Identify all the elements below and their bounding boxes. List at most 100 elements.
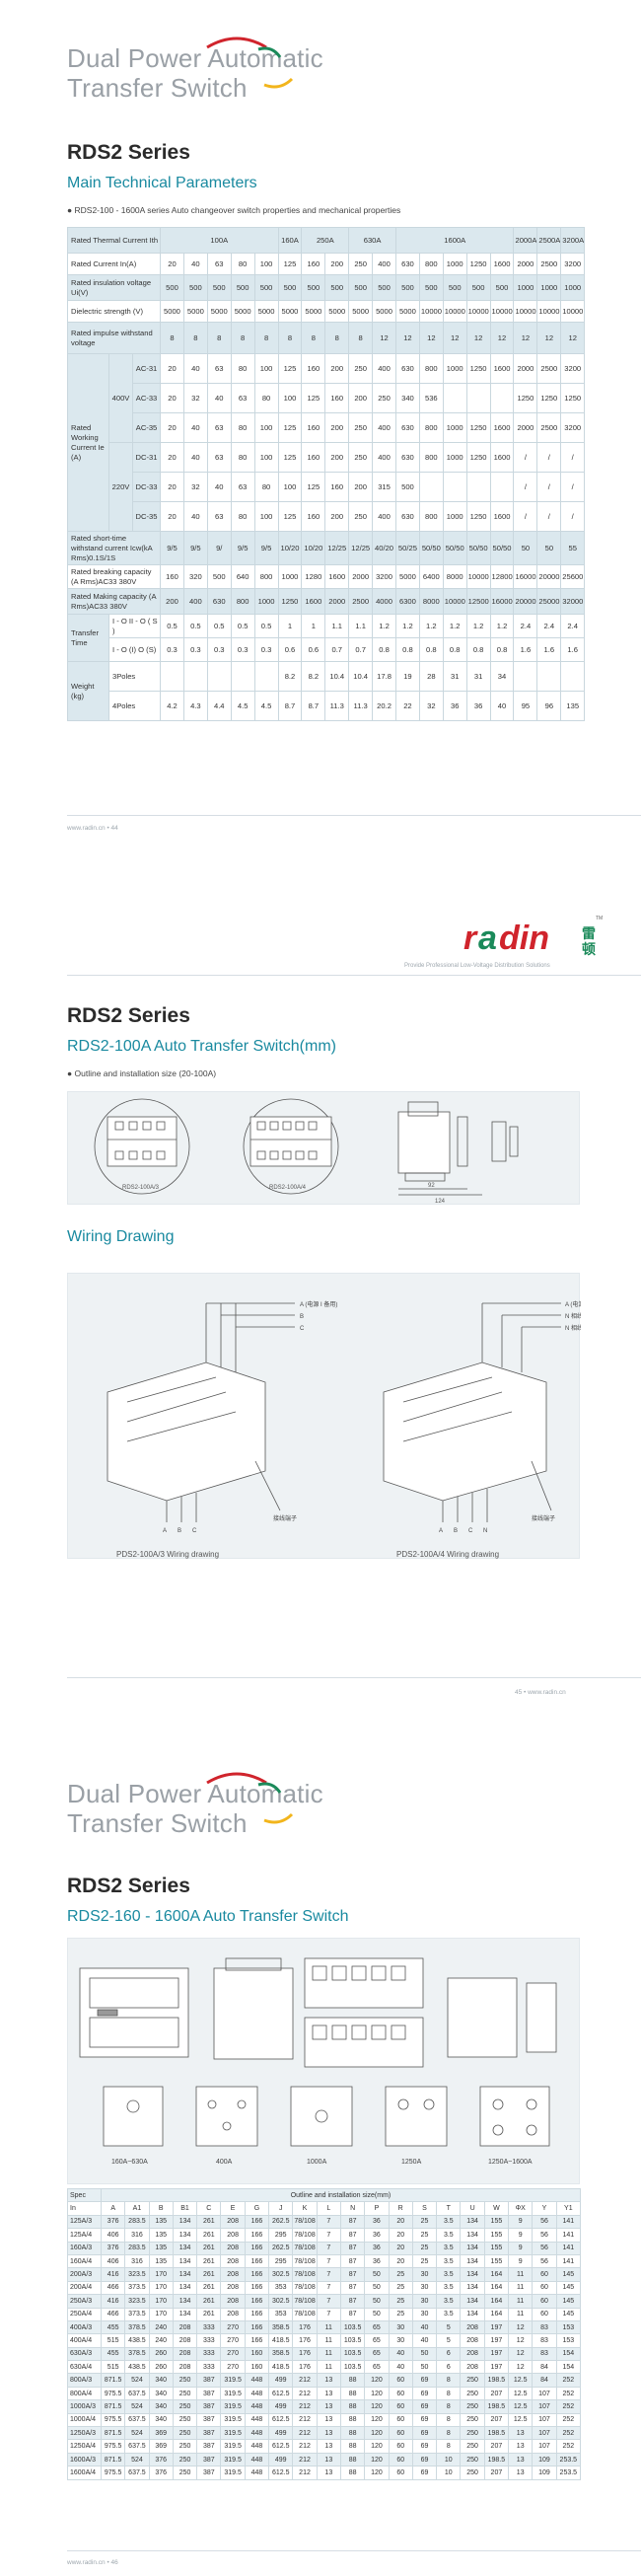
dim-cell: 376 — [100, 2241, 126, 2255]
spec-cell: 0.8 — [489, 637, 515, 662]
dim-cell: 11 — [316, 2333, 341, 2348]
spec-cell: 800 — [418, 442, 444, 473]
dim-cell: 5 — [436, 2319, 462, 2335]
spec-cell: 1.2 — [372, 614, 396, 638]
spec-row-shorttime_row: Rated short-time withstand current Icw(k… — [66, 531, 586, 565]
dim-cell: 252 — [555, 2373, 581, 2388]
spec-cell: 63 — [206, 412, 232, 443]
dim-cell: 11 — [316, 2346, 341, 2362]
spec-cell: 80 — [230, 442, 255, 473]
brand-title-2: Dual Power Automatic Transfer Switch — [67, 1779, 323, 1838]
dim-cell: 1600A/3 — [67, 2452, 102, 2467]
dim-cell: 107 — [532, 2399, 557, 2414]
dim-cell: 250 — [460, 2466, 485, 2480]
bottom-a-left: A — [163, 1528, 167, 1534]
dim-cell: 69 — [411, 2452, 438, 2467]
voltage-400: 400V — [108, 353, 133, 443]
spec-cell: 80 — [230, 253, 255, 275]
dim-cell: 387 — [196, 2399, 222, 2414]
dim-cell: 1250A/3 — [67, 2426, 102, 2441]
dim-cell: 3.5 — [436, 2307, 462, 2321]
spec-cell: 0.5 — [253, 614, 279, 638]
dim-cell: 455 — [100, 2346, 126, 2362]
wiring-title: Wiring Drawing — [67, 1228, 175, 1245]
page-1-footer: www.radin.cn • 44 — [67, 825, 118, 832]
dim-cell: 170 — [148, 2267, 174, 2282]
dim-cell: 155 — [483, 2241, 510, 2255]
dim-cell: 208 — [460, 2346, 485, 2362]
dim-cell: 975.5 — [100, 2439, 126, 2454]
dim-cell: 252 — [555, 2426, 581, 2441]
spec-cell: 12 — [394, 322, 420, 354]
dim-cell: 160 — [244, 2360, 270, 2375]
spec-cell: 400 — [372, 501, 396, 532]
dim-cell: 176 — [292, 2346, 318, 2362]
spec-cell: 10/20 — [301, 531, 326, 565]
spec-cell: 8 — [182, 322, 208, 354]
dim-cell: 319.5 — [220, 2466, 246, 2480]
dim-cell: 250 — [460, 2386, 485, 2401]
spec-cell: 10000 — [465, 564, 491, 589]
spec-cell: 50/50 — [418, 531, 444, 565]
dim-cell: 212 — [292, 2439, 318, 2454]
spec-cell: 8 — [253, 322, 279, 354]
dim-cell: 134 — [460, 2214, 485, 2230]
dim-cell: 207 — [483, 2386, 510, 2401]
note-text-2: ● Outline and installation size (20-100A… — [67, 1068, 217, 1078]
dim-cell: 83 — [532, 2346, 557, 2362]
dim-cell: 323.5 — [124, 2267, 150, 2282]
spec-cell: 500 — [372, 274, 396, 301]
bottom-b-right: B — [454, 1528, 458, 1534]
transfer-mode: I - O (I) O (S) — [107, 637, 162, 662]
spec-cell: 500 — [465, 274, 491, 301]
dim-cell: 8 — [436, 2412, 462, 2428]
dim-cell: 253.5 — [555, 2452, 581, 2467]
dim-cell: 376 — [100, 2214, 126, 2230]
dim-cell: 319.5 — [220, 2386, 246, 2401]
dim-cell: 302.5 — [268, 2267, 294, 2282]
dim-cell: 40 — [388, 2346, 413, 2362]
spec-cell: 31 — [465, 661, 491, 692]
dim-cell: 319.5 — [220, 2373, 246, 2388]
dim-cell: 56 — [532, 2214, 557, 2230]
dim-cell: 160A/3 — [67, 2241, 102, 2255]
current_row-label: Rated Current In(A) — [66, 253, 162, 275]
dim-column-header: L — [316, 2201, 341, 2216]
dim-cell: 3.5 — [436, 2253, 462, 2269]
spec-cell: 34 — [489, 661, 515, 692]
dim-cell: 208 — [172, 2319, 198, 2335]
spec-cell: 63 — [230, 383, 255, 413]
spec-cell: 6300 — [394, 588, 420, 615]
dim-cell: 637.5 — [124, 2439, 150, 2454]
spec-cell: 500 — [442, 274, 467, 301]
spec-cell: 500 — [277, 274, 303, 301]
dim-cell: 373.5 — [124, 2307, 150, 2321]
dim-cell: 252 — [555, 2439, 581, 2454]
spec-cell: 1600 — [489, 353, 515, 384]
dim-cell: 262.5 — [268, 2214, 294, 2230]
spec-cell: 40 — [182, 412, 208, 443]
dim-cell: 145 — [555, 2307, 581, 2321]
spec-cell: 160 — [301, 501, 326, 532]
spec-cell: 1250 — [277, 588, 303, 615]
dim-cell: 9 — [508, 2241, 534, 2255]
dim-cell: 283.5 — [124, 2241, 150, 2255]
series-title-3: RDS2 Series — [67, 1875, 190, 1897]
spec-cell: 40 — [489, 691, 515, 721]
brand-title: Dual Power Automatic Transfer Switch — [67, 43, 323, 103]
spec-row-breaking_row: Rated breaking capacity (A Rms)AC33 380V… — [66, 564, 586, 589]
dim-cell: 134 — [172, 2294, 198, 2309]
dim-cell: 198.5 — [483, 2426, 510, 2441]
dim-cell: 25 — [411, 2214, 438, 2230]
dim-cell: 323.5 — [124, 2294, 150, 2309]
dim-cell: 13 — [316, 2452, 341, 2467]
dim-cell: 166 — [244, 2253, 270, 2269]
dim-cell: 155 — [483, 2214, 510, 2230]
dim-cell: 30 — [411, 2280, 438, 2296]
dim-cell: 3.5 — [436, 2280, 462, 2296]
spec-cell: 10000 — [418, 300, 444, 323]
